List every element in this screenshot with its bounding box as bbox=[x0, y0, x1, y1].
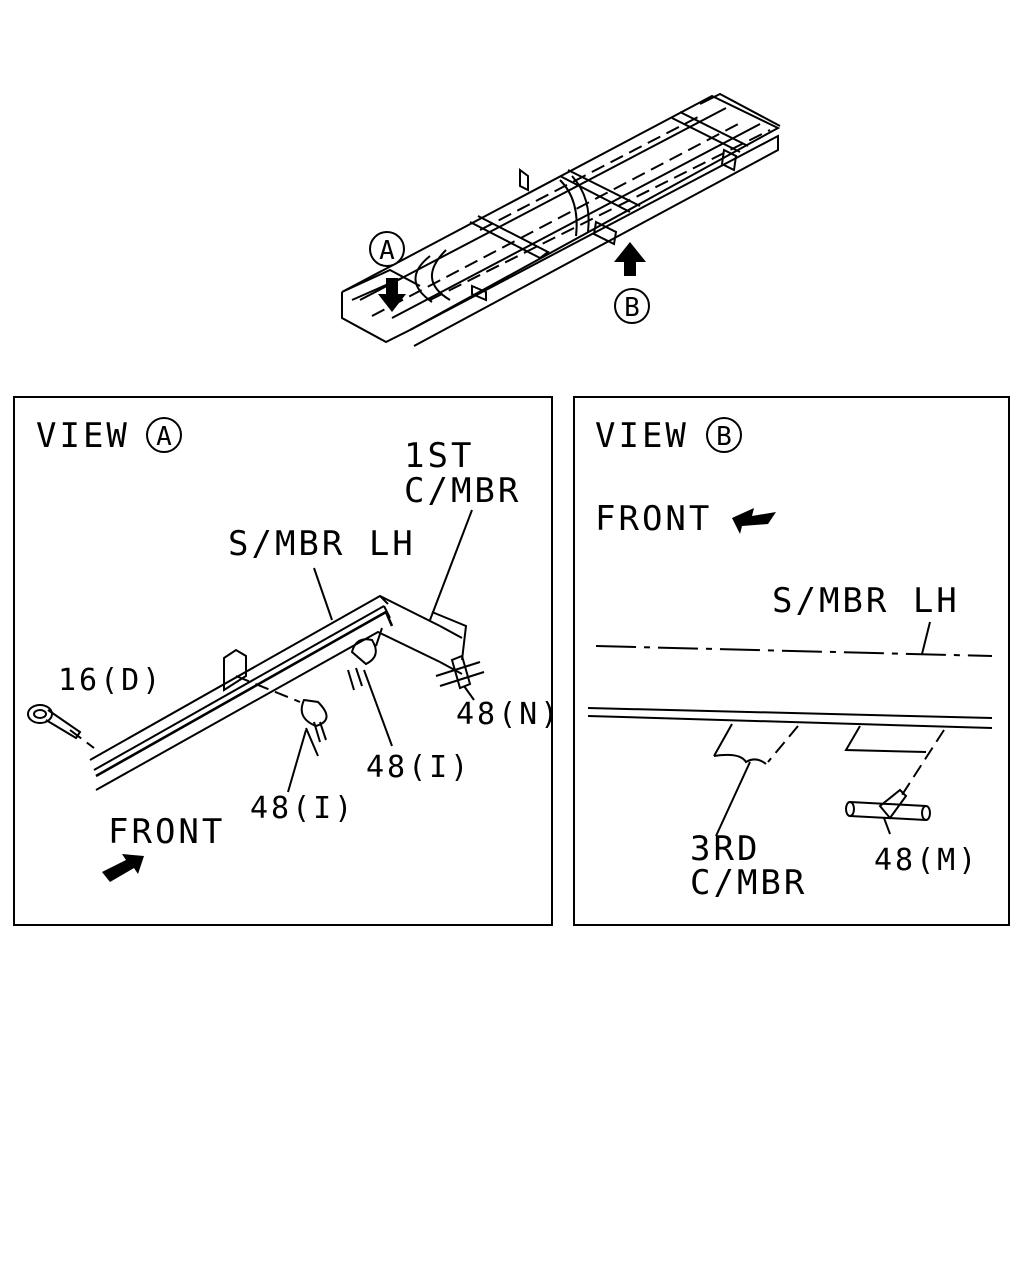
leader-48i-upper bbox=[363, 669, 393, 747]
label-16d: 16(D) bbox=[58, 663, 163, 698]
view-a-arrow bbox=[378, 278, 406, 312]
clip-48i-lower bbox=[300, 698, 328, 757]
side-member-rail-a bbox=[69, 594, 463, 791]
leader-48n bbox=[463, 685, 475, 701]
third-cross-member bbox=[713, 723, 799, 765]
label-3rd: 3RD bbox=[690, 829, 760, 869]
label-s-mbr-lh-b: S/MBR LH bbox=[772, 581, 960, 621]
view-b-panel bbox=[573, 396, 1010, 926]
svg-text:VIEW: VIEW bbox=[595, 416, 689, 456]
clip-16d bbox=[27, 704, 82, 740]
chassis-frame-overview bbox=[341, 92, 781, 347]
front-arrow-b bbox=[732, 508, 776, 534]
label-s-mbr-lh: S/MBR LH bbox=[228, 524, 416, 564]
marker-b-overview: B bbox=[614, 288, 650, 324]
svg-text:B: B bbox=[716, 422, 732, 452]
label-48i-upper: 48(I) bbox=[366, 750, 471, 785]
leader-48i-lower bbox=[287, 729, 307, 793]
leader-s-mbr-lh-a bbox=[313, 567, 333, 621]
view-b-title: VIEW B bbox=[595, 416, 742, 456]
leader-48m bbox=[883, 817, 891, 835]
label-1st: 1ST bbox=[404, 436, 474, 476]
clip-48n bbox=[435, 654, 485, 690]
clip-48m bbox=[844, 725, 945, 821]
leader-1st-cmbr bbox=[431, 611, 468, 661]
label-front-b: FRONT bbox=[595, 499, 712, 539]
svg-text:A: A bbox=[379, 236, 395, 266]
marker-a-overview: A bbox=[369, 231, 405, 267]
view-a-panel bbox=[13, 396, 553, 926]
view-a-title: VIEW A bbox=[36, 416, 182, 456]
clip-48i-upper bbox=[347, 627, 383, 691]
label-48n: 48(N) bbox=[456, 697, 561, 732]
leader-1st-cmbr-2 bbox=[429, 509, 473, 621]
label-front-a: FRONT bbox=[108, 812, 225, 852]
label-48i-lower: 48(I) bbox=[250, 791, 355, 826]
label-c-mbr: C/MBR bbox=[404, 471, 521, 511]
leader-3rd-cmbr bbox=[715, 761, 751, 837]
svg-text:VIEW: VIEW bbox=[36, 416, 130, 456]
front-arrow-a bbox=[102, 854, 144, 882]
svg-text:A: A bbox=[156, 422, 172, 452]
side-member-rail-b bbox=[587, 645, 993, 729]
label-48m: 48(M) bbox=[874, 843, 979, 878]
svg-text:B: B bbox=[624, 293, 640, 323]
label-c-mbr-b: C/MBR bbox=[690, 863, 807, 903]
leader-s-mbr-lh-b bbox=[921, 621, 931, 655]
view-b-arrow bbox=[614, 242, 646, 276]
